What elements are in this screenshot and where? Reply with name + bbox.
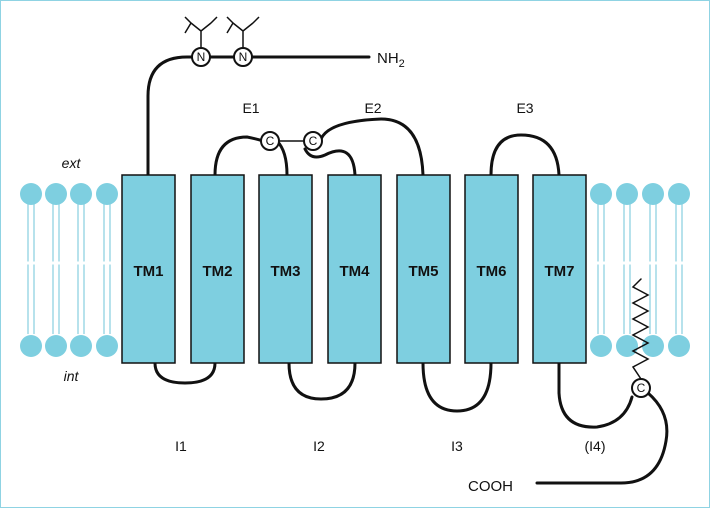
glycan-tree-2 [226, 16, 260, 49]
lipid-tails-left [27, 204, 111, 334]
helix-3 [258, 174, 313, 364]
helix-label-7: TM7 [545, 263, 575, 280]
lipid-tails-right [597, 204, 683, 334]
helix-5 [396, 174, 451, 364]
loop-e2-b [303, 147, 357, 177]
cysteine-residue-e2-letter: C [309, 134, 318, 148]
glycosylation-residue-1 [191, 47, 211, 67]
helix-label-1: TM1 [134, 263, 164, 280]
loop-e1 [213, 135, 265, 177]
n-terminus-label-subscript: 2 [399, 58, 405, 70]
c-terminus-label: COOH [468, 478, 513, 495]
helix-7 [532, 174, 587, 364]
loop-i4 [557, 361, 634, 429]
loop-e2-a [319, 117, 425, 177]
loop-label-i3: I3 [451, 438, 463, 454]
glycosylation-residue-2-letter: N [239, 50, 248, 64]
glycan-tree-1 [184, 16, 218, 49]
n-terminus-label-main: NH [377, 50, 399, 67]
helix-2 [190, 174, 245, 364]
intracellular-side-label: int [64, 368, 80, 384]
loop-label-i2: I2 [313, 438, 325, 454]
glycosylation-residue-2 [233, 47, 253, 67]
palmitoyl-anchor [631, 278, 650, 380]
helix-label-5: TM5 [409, 263, 439, 280]
lipid-bilayer-right [589, 183, 693, 357]
lipid-heads-left [20, 183, 118, 357]
cysteine-residue-e2 [303, 131, 323, 151]
loop-i3 [421, 361, 493, 413]
helix-label-3: TM3 [271, 263, 301, 280]
glycosylation-trees [184, 16, 260, 49]
helix-label-6: TM6 [477, 263, 507, 280]
cysteine-residue-e1-letter: C [266, 134, 275, 148]
extracellular-side-label: ext [62, 155, 82, 171]
loop-label-e3: E3 [516, 100, 533, 116]
n-terminal-tail [146, 55, 371, 177]
lipid-bilayer-left [19, 183, 121, 357]
helix-4 [327, 174, 382, 364]
cysteine-residue-palmitoyl [631, 378, 651, 398]
cysteine-residue-palmitoyl-letter: C [637, 381, 646, 395]
cysteine-residue-e1 [260, 131, 280, 151]
helix-1 [121, 174, 176, 364]
glycosylation-residue-1-letter: N [197, 50, 206, 64]
residues: N N C C C [191, 47, 651, 398]
loop-label-i1: I1 [175, 438, 187, 454]
loop-i1 [153, 361, 217, 385]
helix-label-2: TM2 [203, 263, 233, 280]
loop-label-e2: E2 [364, 100, 381, 116]
loop-label-i4: (I4) [585, 438, 606, 454]
helix-label-4: TM4 [340, 263, 371, 280]
polypeptide-chain [146, 55, 669, 485]
helix-6 [464, 174, 519, 364]
loop-label-e1: E1 [242, 100, 259, 116]
loop-i2 [287, 361, 357, 401]
loop-e3 [489, 133, 561, 177]
n-terminus-label: NH2 [377, 50, 405, 70]
labels: ext int E1 E2 E3 I1 I2 I3 (I4) NH2 COOH [62, 50, 606, 495]
transmembrane-helices: TM1 TM2 TM3 TM4 TM5 TM6 TM7 [121, 174, 587, 364]
c-terminal-tail [535, 391, 669, 485]
